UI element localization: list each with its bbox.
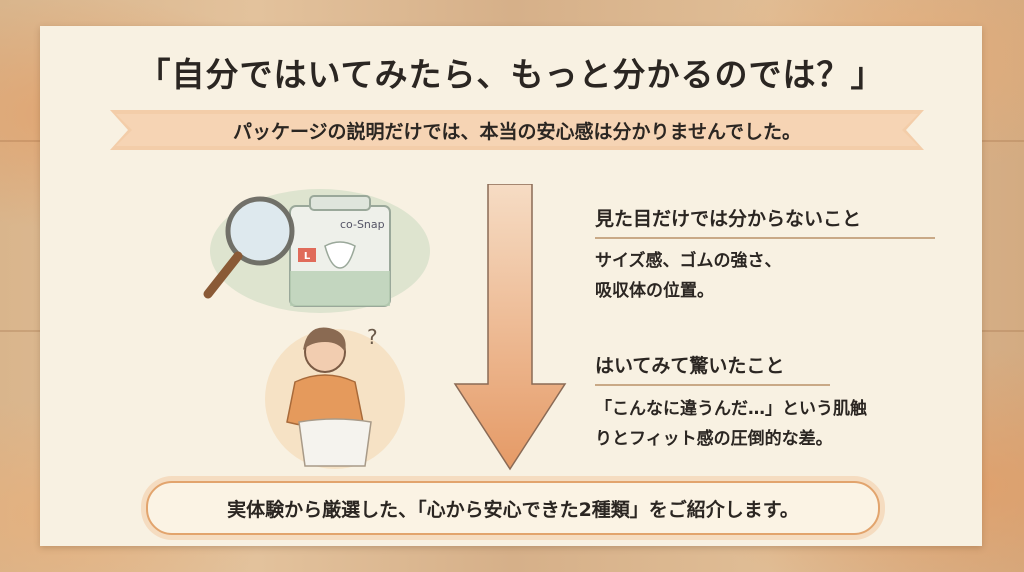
down-arrow-icon: [450, 183, 570, 478]
point1-heading: 見た目だけでは分からないこと: [595, 204, 935, 239]
package-size-label: L: [304, 251, 311, 262]
point1-line2: 吸収体の位置。: [595, 281, 714, 301]
package-brand-label: co-Snap: [340, 218, 385, 231]
conclusion-text: 実体験から厳選した、「心から安心できた2種類」をご紹介します。: [227, 499, 799, 521]
subtitle-ribbon: パッケージの説明だけでは、本当の安心感は分かりませんでした。: [110, 106, 924, 154]
subtitle-text: パッケージの説明だけでは、本当の安心感は分かりませんでした。: [232, 121, 802, 143]
point1-body: サイズ感、ゴムの強さ、 吸収体の位置。: [595, 246, 782, 306]
point2-line2: りとフィット感の圧倒的な差。: [595, 429, 833, 449]
person-illustration: ?: [255, 314, 415, 478]
conclusion-banner: 実体験から厳選した、「心から安心できた2種類」をご紹介します。: [146, 481, 880, 535]
question-mark: ?: [367, 325, 378, 349]
point2-body: 「こんなに違うんだ…」という肌触 りとフィット感の圧倒的な差。: [595, 394, 867, 454]
ribbon-shape: [110, 110, 924, 150]
point2-line1: 「こんなに違うんだ…」という肌触: [595, 399, 867, 419]
point1-line1: サイズ感、ゴムの強さ、: [595, 251, 782, 271]
slide-title: 「自分ではいてみたら、もっと分かるのでは？」: [137, 55, 885, 94]
package-magnifier-illustration: L co-Snap: [190, 176, 430, 320]
slide-card: 「自分ではいてみたら、もっと分かるのでは？」 パッケージの説明だけでは、本当の安…: [40, 26, 982, 546]
point2-heading: はいてみて驚いたこと: [595, 351, 830, 386]
